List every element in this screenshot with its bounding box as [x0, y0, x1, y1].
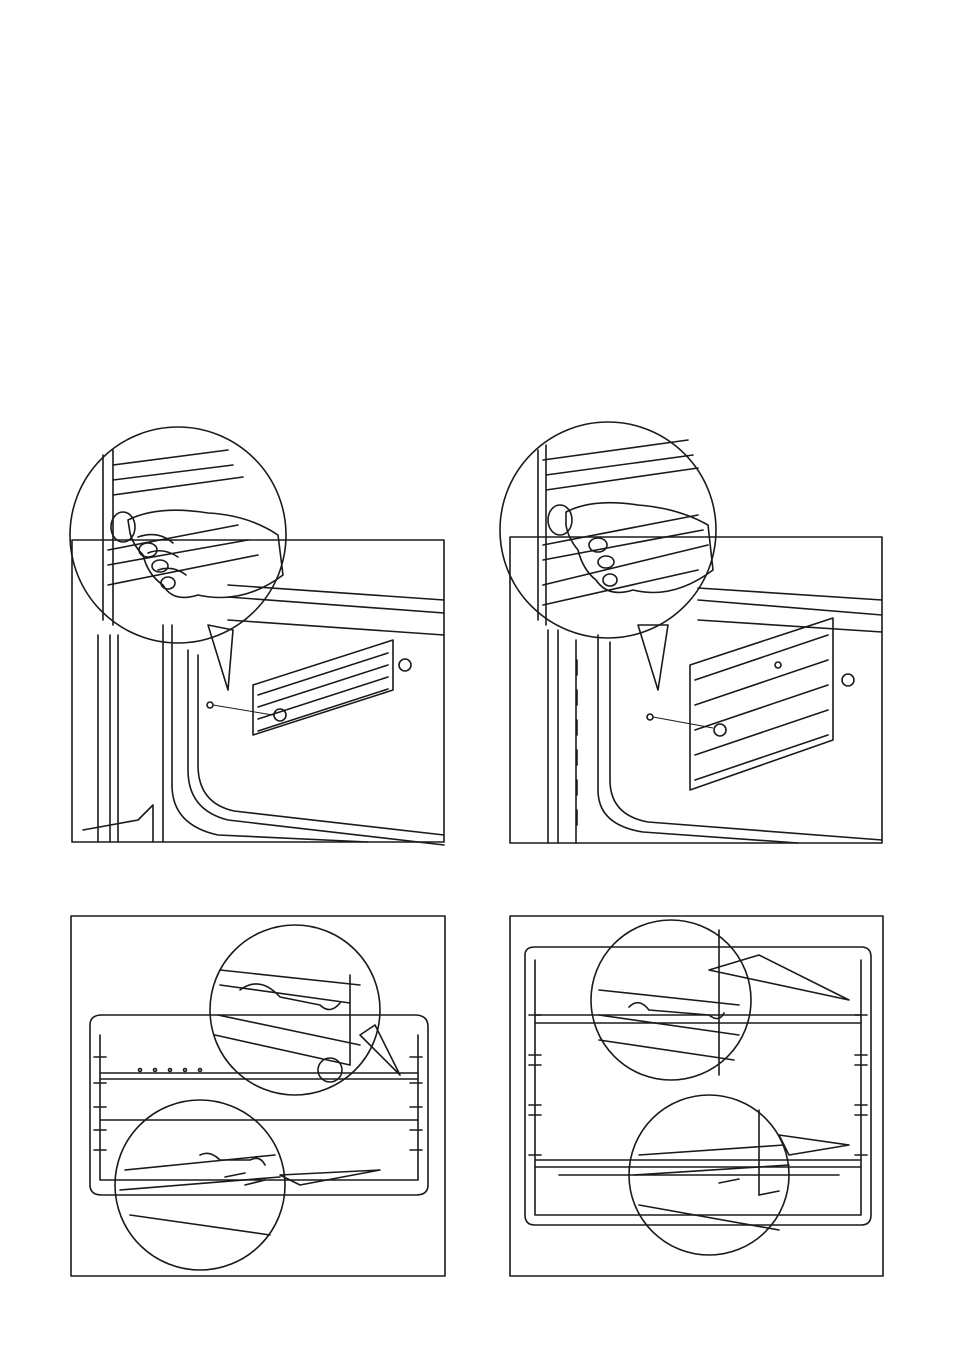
illustration-bottom-left [70, 915, 446, 1277]
detail-magnifier [70, 427, 286, 690]
detail-magnifier-upper [591, 920, 849, 1080]
illustration-bottom-right [509, 915, 884, 1277]
illustration-top-left [68, 425, 448, 847]
shelf-rail [647, 618, 854, 790]
shelf-rail [207, 640, 411, 735]
detail-magnifier [500, 422, 716, 690]
detail-magnifier-upper [210, 925, 400, 1095]
detail-magnifier-lower [115, 1100, 380, 1270]
illustration-top-right [498, 420, 888, 847]
